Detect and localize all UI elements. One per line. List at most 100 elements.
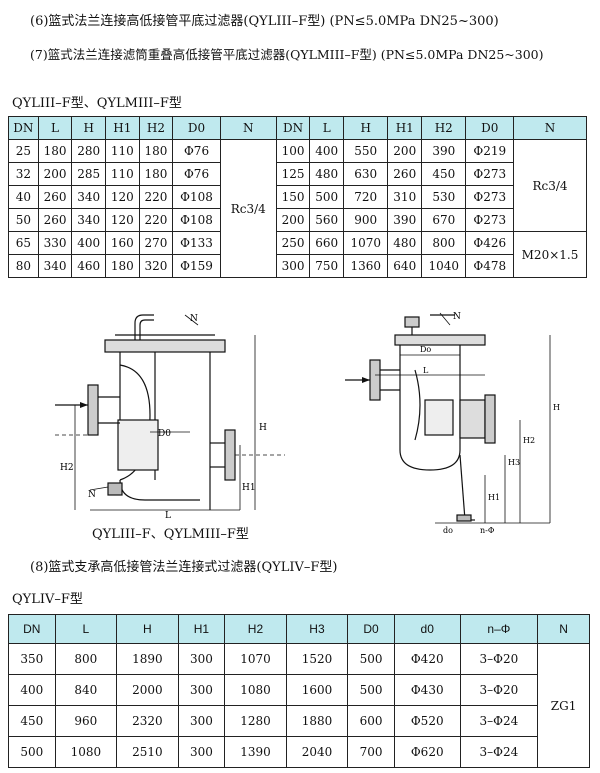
cell: 840 (54, 674, 118, 706)
cell: Φ159 (172, 254, 221, 278)
cell: 1070 (343, 231, 389, 255)
cell: 1080 (224, 674, 287, 706)
cell: 150 (275, 185, 311, 209)
cell: 2040 (285, 736, 349, 768)
cell: 1040 (421, 254, 467, 278)
label-h1: H1 (488, 493, 500, 502)
cell: 250 (275, 231, 311, 255)
col-header: H1 (105, 116, 140, 140)
heading-6: (6)篮式法兰连接高低接管平底过滤器(QYLIII–F型) (PN≤5.0MPa… (30, 14, 499, 29)
label-h1: H1 (242, 483, 256, 493)
cell: 400 (8, 674, 56, 706)
table-row: 32 200 285 110 180 Φ76 125 480 630 260 4… (8, 162, 587, 186)
table-header-row: DN L H H1 H2 H3 D0 d0 n–Φ N (8, 614, 590, 644)
cell: Φ273 (465, 185, 514, 209)
cell: 630 (343, 162, 389, 186)
cell: 450 (421, 162, 467, 186)
col-header: N (537, 614, 590, 644)
cell: 350 (8, 643, 56, 675)
subheading-1: QYLIII–F型、QYLMIII–F型 (12, 96, 182, 111)
label-h2: H2 (523, 436, 535, 445)
label-d0: D0 (158, 429, 171, 439)
cell: 3–Φ24 (459, 705, 539, 737)
col-header: H1 (177, 614, 226, 644)
cell-n-right-bottom: M20×1.5 (513, 231, 587, 278)
cell: 390 (421, 139, 467, 163)
label-h3: H3 (508, 458, 520, 467)
col-header: H (343, 116, 389, 140)
cell: 120 (105, 208, 140, 232)
cell: 80 (8, 254, 39, 278)
cell: 600 (347, 705, 395, 737)
cell: 330 (37, 231, 73, 255)
col-header: N (219, 116, 277, 140)
col-header: L (54, 614, 118, 644)
cell: Φ273 (465, 208, 514, 232)
table-header-row: DN L H H1 H2 D0 N DN L H H1 H2 D0 N (8, 116, 587, 140)
cell: 220 (138, 208, 174, 232)
cell: 25 (8, 139, 39, 163)
cell: 125 (275, 162, 311, 186)
col-header: H2 (138, 116, 174, 140)
cell: 340 (71, 185, 106, 209)
col-header: D0 (172, 116, 221, 140)
cell: Φ420 (393, 643, 461, 675)
col-header: DN (275, 116, 311, 140)
cell: 720 (343, 185, 389, 209)
cell: 3–Φ24 (459, 736, 539, 768)
cell: 2510 (116, 736, 179, 768)
filter-drawing-right: N Do L H H2 H3 H1 do n-Φ (345, 312, 560, 535)
cell-n: ZG1 (537, 643, 590, 768)
cell: 400 (309, 139, 345, 163)
table-row: 65 330 400 160 270 Φ133 250 660 1070 480… (8, 231, 587, 278)
cell: 100 (275, 139, 311, 163)
table-row: 400 840 2000 300 1080 1600 500 Φ430 3–Φ2… (8, 674, 590, 706)
cell: 550 (343, 139, 389, 163)
cell: 900 (343, 208, 389, 232)
cell: Φ108 (172, 208, 221, 232)
cell: 3–Φ20 (459, 643, 539, 675)
cell: 260 (387, 162, 423, 186)
cell: 1360 (343, 254, 389, 278)
cell: Φ219 (465, 139, 514, 163)
cell: 500 (8, 736, 56, 768)
cell: Φ478 (465, 254, 514, 278)
cell: Φ520 (393, 705, 461, 737)
cell: 300 (177, 674, 226, 706)
cell: 1880 (285, 705, 349, 737)
table-row: 50 260 340 120 220 Φ108 200 560 900 390 … (8, 208, 587, 232)
cell: 120 (105, 185, 140, 209)
spec-table-2: DN L H H1 H2 H3 D0 d0 n–Φ N 350 800 1890… (8, 614, 590, 768)
cell: 1280 (224, 705, 287, 737)
label-h: H (259, 423, 267, 433)
cell: Φ426 (465, 231, 514, 255)
col-header: L (309, 116, 345, 140)
cell: 460 (71, 254, 106, 278)
cell: Φ108 (172, 185, 221, 209)
col-header: H2 (421, 116, 467, 140)
cell: 750 (309, 254, 345, 278)
cell: 2000 (116, 674, 179, 706)
cell: 180 (138, 139, 174, 163)
table-row: 40 260 340 120 220 Φ108 150 500 720 310 … (8, 185, 587, 209)
col-header: H (116, 614, 179, 644)
cell: 500 (347, 674, 395, 706)
table-row: 450 960 2320 300 1280 1880 600 Φ520 3–Φ2… (8, 705, 590, 737)
label-n2: N (88, 490, 96, 500)
filter-drawing-left: N D0 H H2 H1 L N (55, 314, 285, 520)
cell: 65 (8, 231, 39, 255)
cell: 40 (8, 185, 39, 209)
cell: 400 (71, 231, 106, 255)
cell: 640 (387, 254, 423, 278)
cell: Φ133 (172, 231, 221, 255)
cell: 320 (138, 254, 174, 278)
label-h2: H2 (60, 463, 74, 473)
cell: Φ76 (172, 162, 221, 186)
cell: 160 (105, 231, 140, 255)
cell: Φ430 (393, 674, 461, 706)
cell: 200 (275, 208, 311, 232)
cell: Φ76 (172, 139, 221, 163)
col-header: d0 (393, 614, 461, 644)
cell: 32 (8, 162, 39, 186)
cell: 700 (347, 736, 395, 768)
